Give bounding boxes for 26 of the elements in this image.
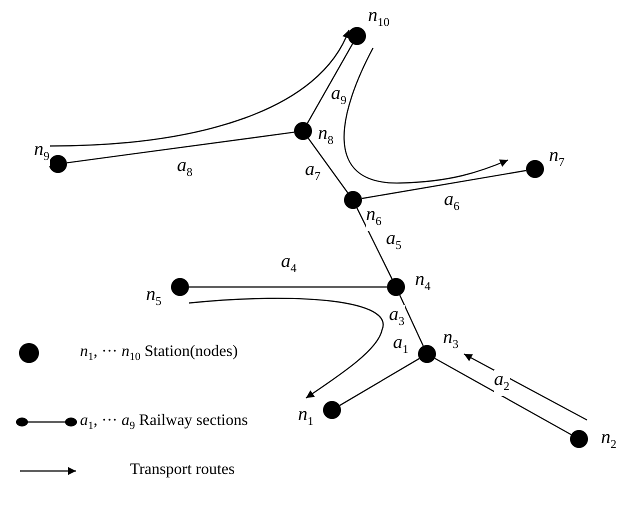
station-node	[570, 430, 588, 448]
legend-text: a$_{1}$, ··· a$_{9}$ Railway sections	[80, 411, 248, 434]
railway-line	[339, 358, 420, 406]
railway-line	[434, 358, 572, 436]
station-node	[348, 27, 366, 45]
station-node	[294, 122, 312, 140]
station-node	[171, 278, 189, 296]
route-arrow	[188, 298, 384, 398]
railway-line	[66, 132, 294, 164]
station-node	[387, 278, 405, 296]
railway-line	[189, 286, 387, 288]
legend-text: n$_{1}$, ··· n$_{10}$ Station(nodes)	[80, 342, 238, 366]
station-node	[418, 345, 436, 363]
station-node	[526, 160, 544, 178]
route-arrow	[50, 30, 350, 147]
route-arrow	[344, 48, 508, 184]
station-node	[344, 191, 362, 209]
station-node	[49, 155, 67, 173]
legend-text: Transport routes	[130, 460, 235, 480]
edge-label: a$_{2}$	[494, 370, 510, 396]
railway-line	[356, 208, 393, 280]
railway-line	[306, 44, 354, 124]
railway-line	[399, 294, 424, 346]
railway-line	[362, 170, 526, 200]
railway-line	[308, 138, 348, 194]
station-node	[323, 401, 341, 419]
